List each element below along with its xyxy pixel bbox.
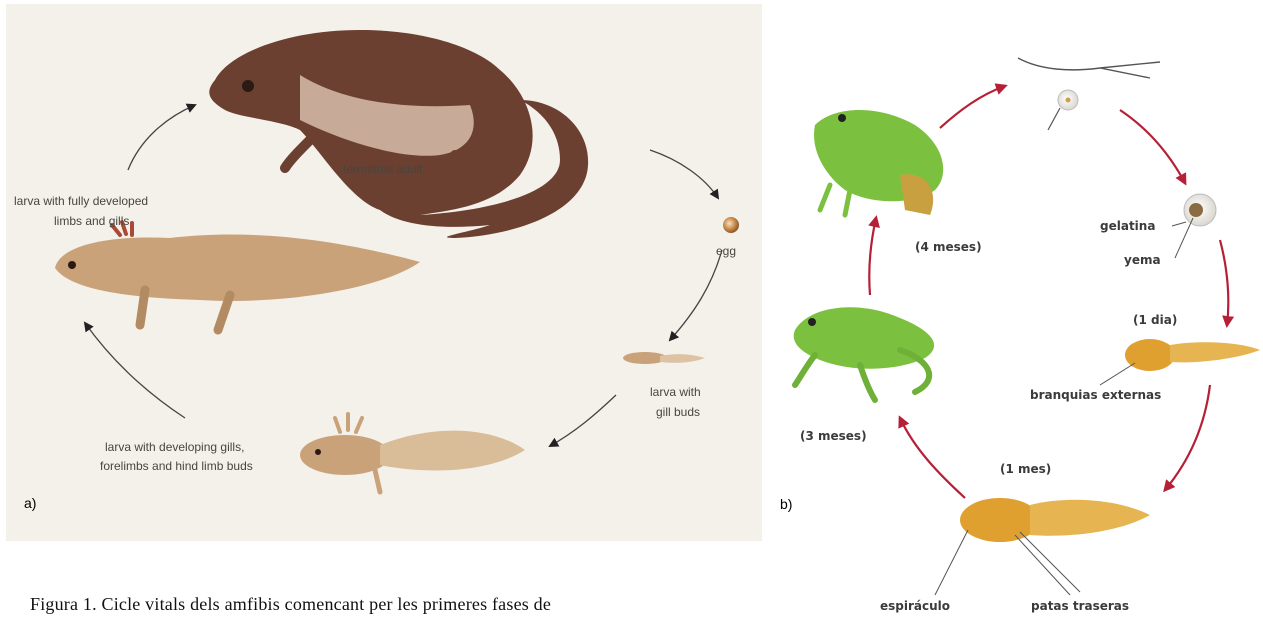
terrestrial-adult-salamander [209,30,588,238]
label-larva-full-line2: limbs and gills [54,212,129,230]
label-gelatina: gelatina [1100,219,1155,233]
label-yema: yema [1124,253,1161,267]
label-3-meses: (3 meses) [800,429,867,443]
tadpole-1-mes-illustration [935,498,1150,595]
larva-fully-developed-illustration [55,222,420,330]
panel-a-tag: a) [24,495,36,511]
froglet-illustration [794,307,934,400]
panel-b-tag: b) [780,496,792,512]
gelatina-egg-illustration [1172,194,1216,258]
label-branquias-externas: branquias externas [1030,388,1161,402]
label-larva-gill-buds-line2: gill buds [656,403,700,421]
tadpole-1-dia-illustration [1100,339,1260,385]
label-larva-developing-line2: forelimbs and hind limb buds [100,457,253,475]
label-espiraculo: espiráculo [880,599,950,613]
fertilization-illustration [1018,58,1160,130]
label-terrestrial-adult: terrestrial adult [343,160,422,178]
label-1-mes: (1 mes) [1000,462,1051,476]
adult-frog-illustration [814,110,943,215]
label-larva-developing-line1: larva with developing gills, [105,438,244,456]
label-4-meses: (4 meses) [915,240,982,254]
larva-developing-illustration [300,414,525,492]
label-egg: egg [716,242,736,260]
egg-illustration [723,217,739,233]
label-patas-traseras: patas traseras [1031,599,1129,613]
label-larva-full-line1: larva with fully developed [14,192,148,210]
larva-gill-buds-illustration [623,352,705,364]
label-1-dia: (1 dia) [1133,313,1177,327]
figure-caption: Figura 1. Cicle vitals dels amfibis come… [30,594,790,615]
label-larva-gill-buds-line1: larva with [650,383,701,401]
